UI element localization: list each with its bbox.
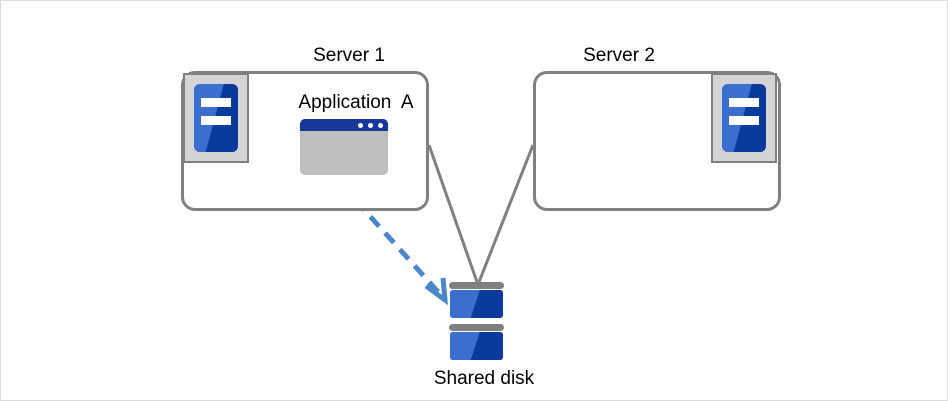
application-window-titlebar xyxy=(300,119,388,131)
server-unit-icon xyxy=(183,73,249,163)
disk-unit-body xyxy=(450,290,503,318)
shared-disk-label: Shared disk xyxy=(433,368,535,389)
connector-server1-to-disk xyxy=(427,144,479,283)
window-dot-2 xyxy=(368,122,373,128)
server-unit-bar-bottom xyxy=(729,116,759,125)
disk-unit-body xyxy=(450,332,503,360)
access-arrow-head xyxy=(424,277,448,306)
server-unit-body xyxy=(194,84,238,152)
disk-stack-icon xyxy=(449,282,504,363)
window-dot-1 xyxy=(358,122,363,128)
server1-title: Server 1 xyxy=(313,45,385,66)
server2-title: Server 2 xyxy=(583,45,655,66)
disk-unit-cap xyxy=(449,282,504,289)
server-unit-icon xyxy=(711,73,777,163)
disk-unit-sheen xyxy=(450,332,503,360)
disk-unit-cap xyxy=(449,324,504,331)
application-a-label: Application A xyxy=(298,92,414,113)
server-unit-bar-top xyxy=(201,98,231,107)
server-unit-bar-bottom xyxy=(201,116,231,125)
disk-unit-sheen xyxy=(450,290,503,318)
connector-server2-to-disk xyxy=(477,144,535,283)
application-window-icon xyxy=(300,119,388,175)
server-unit-body xyxy=(722,84,766,152)
server-unit-bar-top xyxy=(729,98,759,107)
window-dot-3 xyxy=(378,122,383,128)
